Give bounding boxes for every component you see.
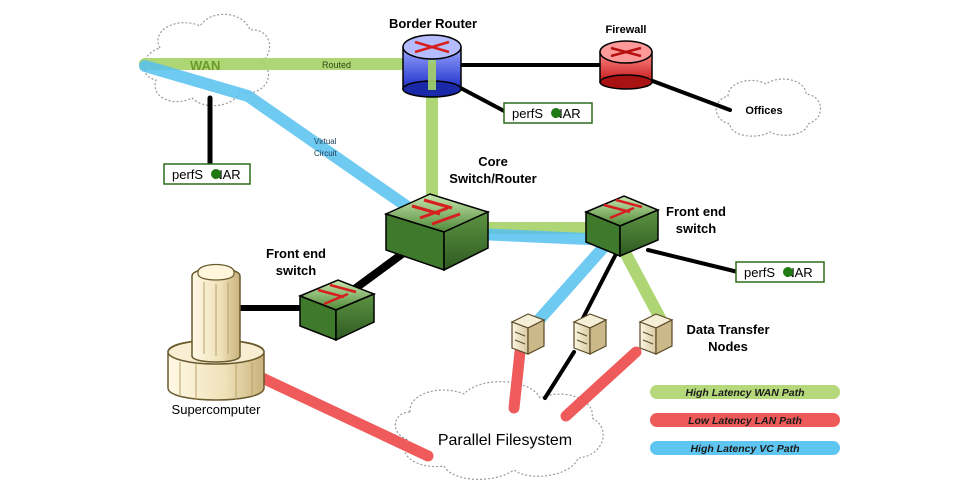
frontend-right-label-line2: switch <box>676 221 717 236</box>
dtn-server-1-icon <box>510 313 546 355</box>
supercomputer-icon <box>167 263 265 401</box>
link-dtn2-filesystem <box>543 350 576 400</box>
svg-text:perfSONAR: perfSONAR <box>744 265 813 280</box>
link-frontend-perfsonar <box>646 248 740 274</box>
parallel-filesystem-cloud <box>394 381 604 480</box>
frontend-left-label-line1: Front end <box>266 246 326 261</box>
legend-swatch-2 <box>650 441 840 455</box>
border-router-icon <box>402 34 462 98</box>
offices-cloud <box>715 78 822 137</box>
perfsonar-dot-icon <box>783 267 793 277</box>
perfsonar-box-border: perfSONAR <box>503 102 593 124</box>
parallel-filesystem-label: Parallel Filesystem <box>438 432 572 449</box>
core-label-line1: Core <box>478 154 508 169</box>
perfsonar-prefix: perfS <box>744 265 775 280</box>
legend-label-0: High Latency WAN Path <box>685 387 804 399</box>
perfsonar-prefix: perfS <box>172 167 203 182</box>
frontend-left-label-line2: switch <box>276 263 317 278</box>
core-switch-icon <box>383 193 491 272</box>
svg-text:perfSONAR: perfSONAR <box>512 106 581 121</box>
core-label-line2: Switch/Router <box>449 171 536 186</box>
firewall-icon <box>599 40 653 90</box>
lan-path <box>252 346 642 462</box>
svg-text:perfSONAR: perfSONAR <box>172 167 241 182</box>
firewall-label: Firewall <box>606 24 647 36</box>
legend-swatch-0 <box>650 385 840 399</box>
perfsonar-suffix: NAR <box>785 265 812 280</box>
perfsonar-box-frontend: perfSONAR <box>735 261 825 283</box>
link-firewall-offices <box>648 78 732 112</box>
supercomputer-label: Supercomputer <box>172 402 262 417</box>
perfsonar-prefix: perfS <box>512 106 543 121</box>
perfsonar-suffix: NAR <box>213 167 240 182</box>
circuit-label: Circuit <box>314 149 337 158</box>
routed-label: Routed <box>322 60 351 70</box>
perfsonar-dot-icon <box>551 108 561 118</box>
frontend-right-label-line1: Front end <box>666 204 726 219</box>
dtn-label-line2: Nodes <box>708 339 748 354</box>
dtn-server-3-icon <box>638 313 674 355</box>
wan-label: WAN <box>190 58 220 73</box>
perfsonar-suffix: NAR <box>553 106 580 121</box>
dtn-server-2-icon <box>572 313 608 355</box>
border-router-label: Border Router <box>389 16 477 31</box>
offices-label: Offices <box>745 105 782 117</box>
legend-swatch-1 <box>650 413 840 427</box>
perfsonar-box-wan: perfSONAR <box>163 163 251 185</box>
link-border-perfsonar <box>453 83 508 114</box>
virtual-label: Virtual <box>314 137 337 146</box>
dtn-label-line1: Data Transfer <box>686 322 769 337</box>
legend-label-2: High Latency VC Path <box>690 443 799 455</box>
frontend-switch-left-icon <box>298 279 376 342</box>
legend-label-1: Low Latency LAN Path <box>688 415 802 427</box>
frontend-switch-right-icon <box>584 195 660 258</box>
perfsonar-dot-icon <box>211 169 221 179</box>
link-frontend-dtn2 <box>580 248 620 322</box>
